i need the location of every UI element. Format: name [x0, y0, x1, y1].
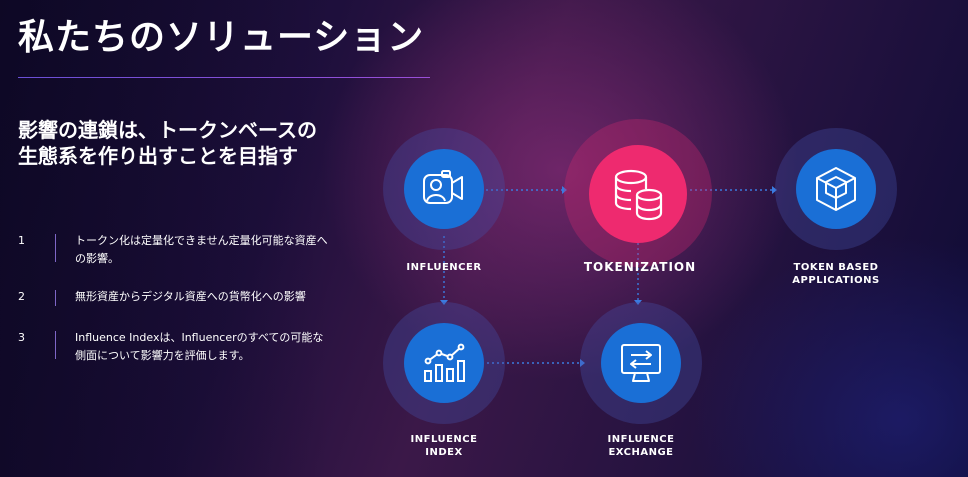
influencer-node [383, 128, 505, 250]
list-item-text: トークン化は定量化できません定量化可能な資産への影響。 [75, 234, 328, 265]
influence-exchange-node [580, 302, 702, 424]
bar-chart-icon [424, 343, 465, 382]
tokenization-node [564, 119, 712, 267]
coin-stack-icon [614, 169, 663, 221]
list-item-divider [55, 290, 56, 306]
token-apps-core [796, 149, 876, 229]
tokenization-label: TOKENIZATION [583, 260, 697, 274]
section-subtitle: 影響の連鎖は、トークンベースの生態系を作り出すことを目指す [18, 118, 317, 168]
list-item-number: 3 [18, 331, 25, 344]
arrow-head [562, 186, 567, 194]
exchange-monitor-icon [621, 344, 661, 382]
influence-exchange-label: INFLUENCE EXCHANGE [581, 433, 701, 459]
list-item-number: 1 [18, 234, 25, 247]
token-apps-node [775, 128, 897, 250]
list-item-number: 2 [18, 290, 25, 303]
influence-exchange-core [601, 323, 681, 403]
cube-icon [816, 167, 856, 211]
influence-index-label-line1: INFLUENCE [410, 434, 478, 445]
influence-index-label: INFLUENCE INDEX [384, 433, 504, 459]
arrow-head [580, 359, 585, 367]
influence-index-core [404, 323, 484, 403]
influence-exchange-label-line2: EXCHANGE [608, 447, 674, 458]
influence-index-label-line2: INDEX [425, 447, 463, 458]
list-item-text: 無形資産からデジタル資産への貨幣化への影響 [75, 290, 306, 303]
influencer-label: INFLUENCER [406, 262, 482, 273]
arrow-head [772, 186, 777, 194]
page-title: 私たちのソリューション [18, 17, 425, 58]
title-divider [18, 77, 430, 78]
arrow-head [440, 300, 448, 305]
token-apps-label-line2: APPLICATIONS [792, 275, 880, 286]
token-apps-label-line1: TOKEN BASED [793, 262, 879, 273]
arrow-head [634, 300, 642, 305]
influence-exchange-label-line1: INFLUENCE [607, 434, 675, 445]
list-item-divider [55, 331, 56, 359]
list-item-text: Influence Indexは、Influencerのすべての可能な側面につい… [75, 331, 324, 362]
list-item-divider [55, 234, 56, 262]
influencer-camera-icon [423, 170, 463, 204]
token-apps-label: TOKEN BASED APPLICATIONS [776, 261, 896, 287]
influencer-core [404, 149, 484, 229]
influence-index-node [383, 302, 505, 424]
tokenization-core [589, 145, 687, 243]
